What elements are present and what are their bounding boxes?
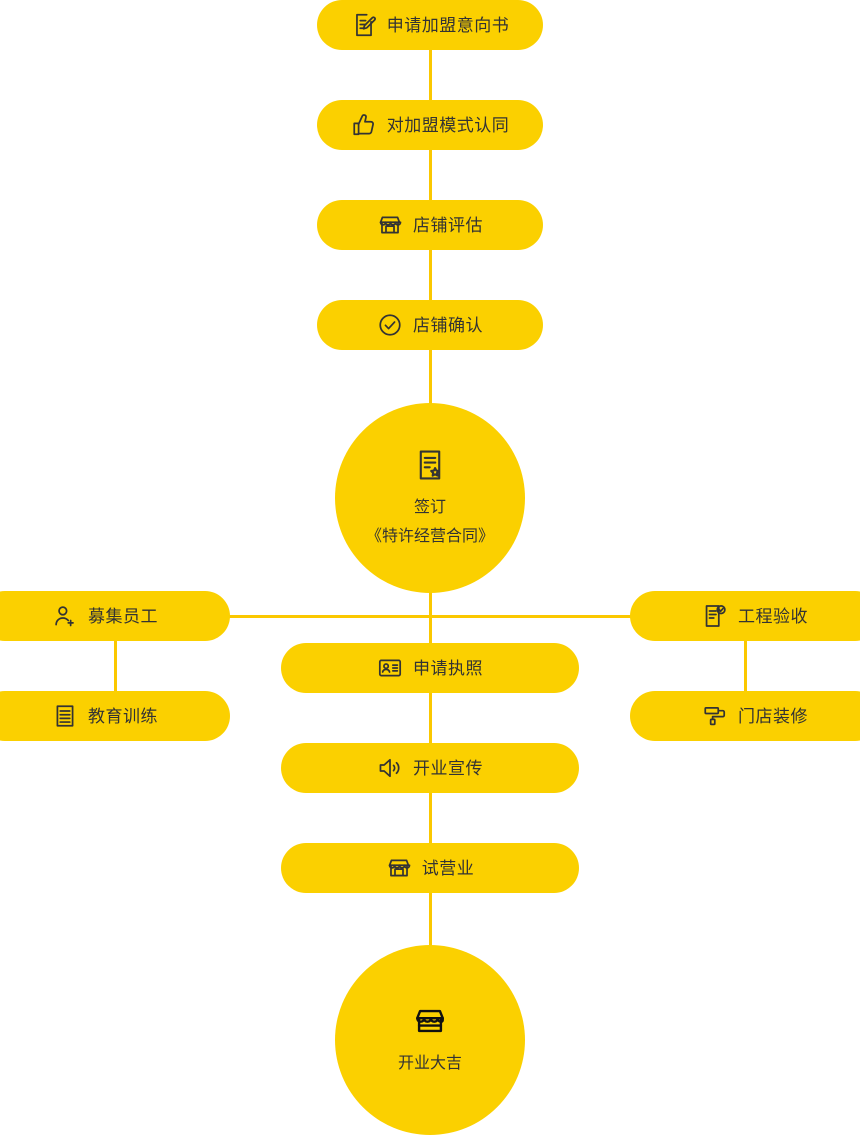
connector-n3-n4 <box>429 250 432 300</box>
node-label-line1: 签订 <box>413 498 446 516</box>
connector-n2-n3 <box>429 150 432 200</box>
node-store-assessment[interactable]: 店铺评估 <box>317 200 543 250</box>
node-recruit-staff[interactable]: 募集员工 <box>0 591 230 641</box>
training-book-icon <box>52 703 78 729</box>
node-label: 教育训练 <box>88 706 158 726</box>
connector-n8-n9 <box>744 641 747 692</box>
node-label: 对加盟模式认同 <box>386 115 510 135</box>
node-label: 店铺确认 <box>413 315 483 335</box>
node-label: 店铺评估 <box>413 215 483 235</box>
node-store-decoration[interactable]: 门店装修 <box>630 691 860 741</box>
node-trial-operation[interactable]: 试营业 <box>281 843 579 893</box>
speaker-icon <box>377 755 403 781</box>
connector-branch-left <box>228 615 431 618</box>
storefront-icon <box>377 212 403 238</box>
node-label: 试营业 <box>421 858 475 878</box>
node-label-line2: 《特许经营合同》 <box>365 528 494 545</box>
connector-n12-n13 <box>429 892 432 948</box>
connector-n11-n12 <box>429 792 432 843</box>
connector-n4-n5 <box>429 350 432 405</box>
document-edit-icon <box>351 12 377 38</box>
document-check-icon <box>702 603 728 629</box>
connector-n10-n11 <box>429 692 432 743</box>
shop-icon <box>413 1004 447 1038</box>
node-agree-model[interactable]: 对加盟模式认同 <box>317 100 543 150</box>
connector-branch-right <box>429 615 632 618</box>
node-label: 募集员工 <box>88 606 158 626</box>
connector-n1-n2 <box>429 50 432 100</box>
storefront-icon <box>386 855 412 881</box>
node-label: 申请执照 <box>413 658 483 678</box>
node-label: 开业大吉 <box>397 1055 462 1073</box>
node-store-confirm[interactable]: 店铺确认 <box>317 300 543 350</box>
check-circle-icon <box>377 312 403 338</box>
id-card-icon <box>377 655 403 681</box>
thumbs-up-icon <box>351 112 377 138</box>
connector-n6-n7 <box>114 641 117 692</box>
paint-roller-icon <box>702 703 728 729</box>
node-apply-intent[interactable]: 申请加盟意向书 <box>317 0 543 50</box>
node-project-acceptance[interactable]: 工程验收 <box>630 591 860 641</box>
node-apply-license[interactable]: 申请执照 <box>281 643 579 693</box>
node-grand-opening[interactable]: 开业大吉 <box>335 945 525 1135</box>
node-sign-contract[interactable]: 签订 《特许经营合同》 <box>335 403 525 593</box>
node-label: 门店装修 <box>738 706 808 726</box>
contract-seal-icon <box>413 448 447 482</box>
user-add-icon <box>52 603 78 629</box>
node-label: 开业宣传 <box>413 758 483 778</box>
node-education-training[interactable]: 教育训练 <box>0 691 230 741</box>
node-label: 申请加盟意向书 <box>386 15 510 35</box>
node-opening-promotion[interactable]: 开业宣传 <box>281 743 579 793</box>
node-label: 工程验收 <box>738 606 808 626</box>
